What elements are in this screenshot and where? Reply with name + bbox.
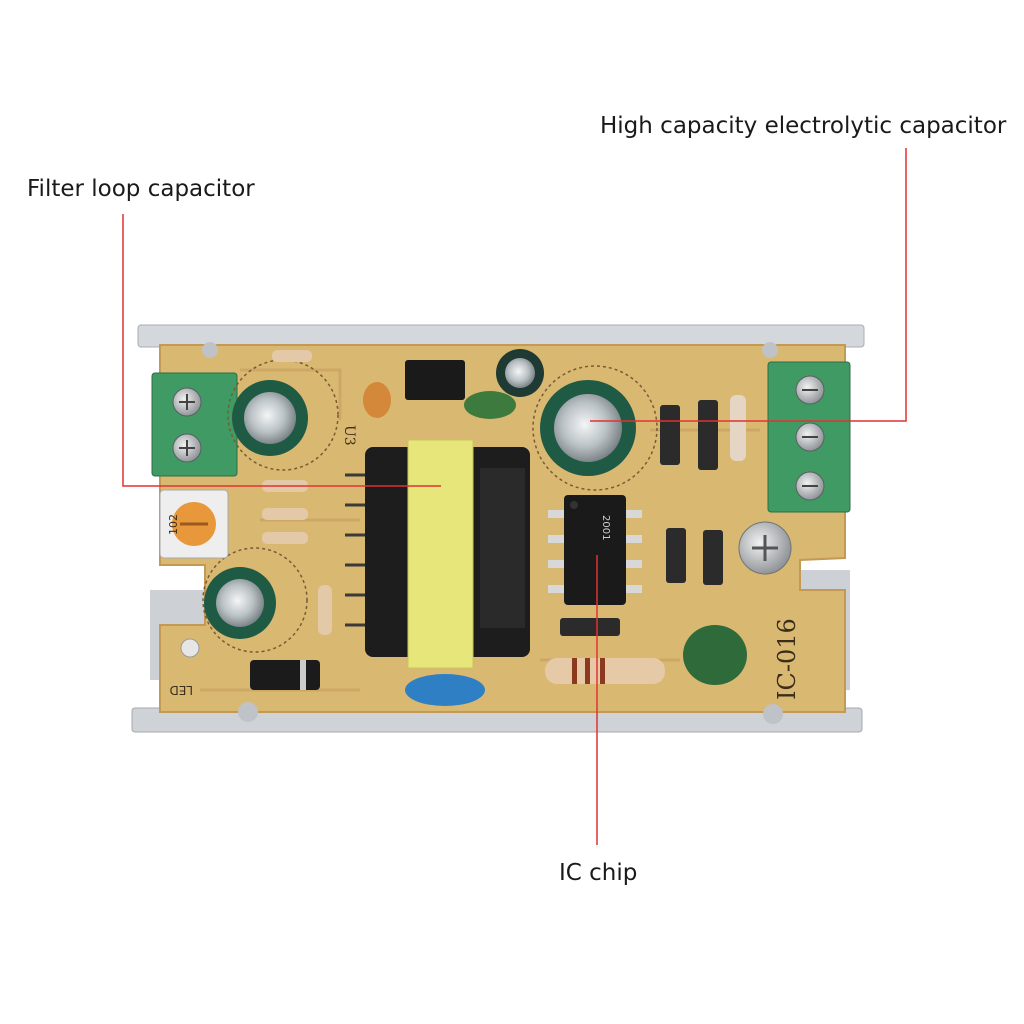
callout-line-high-capacity	[590, 148, 907, 422]
electrolytic-capacitor-left-bottom	[202, 547, 308, 653]
blue-y-capacitor	[405, 674, 485, 706]
right-terminal-block	[767, 361, 851, 513]
diodes	[250, 400, 723, 690]
board-model-label: IC-016	[773, 618, 801, 700]
trimmer-label: 102	[167, 514, 180, 535]
high-capacity-electrolytic-capacitor	[532, 365, 658, 491]
filter-loop-transformer	[345, 439, 530, 669]
ic-chip	[548, 495, 642, 605]
callout-lines	[122, 148, 907, 845]
electrolytic-capacitor-left-top	[227, 359, 339, 471]
trimmer-potentiometer	[159, 489, 229, 559]
led-label: LED	[169, 683, 193, 697]
orange-ceramic-capacitor	[363, 382, 391, 418]
optocoupler	[405, 360, 465, 400]
left-terminal-block	[151, 372, 238, 477]
board-screw	[738, 521, 792, 575]
callout-label-filter-loop: Filter loop capacitor	[27, 176, 255, 202]
resistors	[262, 350, 746, 684]
green-ceramic-capacitor	[683, 625, 747, 685]
callout-label-high-capacity: High capacity electrolytic capacitor	[600, 113, 1007, 139]
u3-label: U3	[341, 425, 357, 446]
ic-label: 2001	[600, 515, 611, 540]
green-film-capacitor-top	[464, 391, 516, 419]
callout-label-ic-chip: IC chip	[559, 860, 638, 886]
small-electrolytic-capacitor	[496, 349, 544, 397]
callout-line-filter-loop	[122, 214, 441, 487]
led	[180, 638, 200, 658]
